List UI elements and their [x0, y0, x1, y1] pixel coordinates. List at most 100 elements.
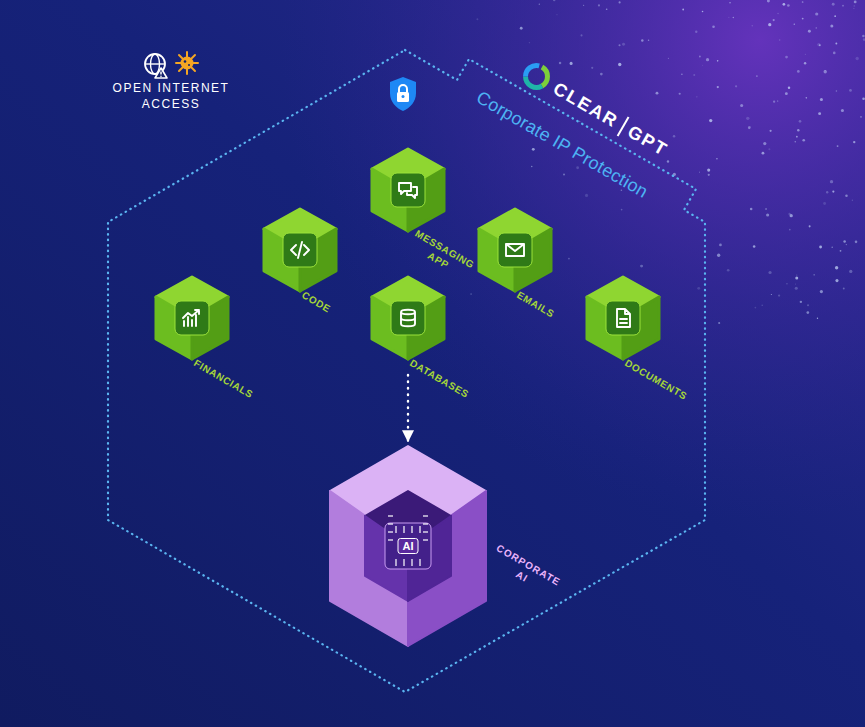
particle	[855, 57, 858, 60]
particle	[806, 311, 809, 314]
particle	[693, 74, 695, 76]
particle	[834, 15, 836, 17]
circle-part	[160, 76, 162, 78]
source-icon	[401, 310, 415, 327]
icon-tile	[175, 301, 209, 335]
data-source-cube: MESSAGING APP	[372, 149, 444, 231]
chip-pin	[395, 559, 396, 566]
shield-lock-icon	[390, 77, 416, 111]
path-part	[523, 77, 542, 91]
particle	[768, 23, 771, 26]
line-part	[145, 63, 165, 64]
particle	[598, 4, 600, 6]
node-label: DOCUMENTS	[623, 356, 690, 402]
protection-boundary: MESSAGING APPCODEEMAILSFINANCIALSDATABAS…	[108, 50, 705, 692]
particle	[778, 294, 780, 296]
circle-part	[181, 57, 194, 70]
particle	[808, 30, 811, 33]
particle	[754, 307, 756, 309]
particle	[766, 213, 769, 216]
particle	[835, 266, 838, 269]
particle	[746, 117, 749, 120]
particle	[699, 172, 700, 173]
particle	[667, 160, 669, 162]
node-outline	[264, 209, 336, 291]
particle	[728, 17, 729, 18]
particle	[796, 274, 797, 275]
particle	[718, 322, 720, 324]
line-part	[160, 72, 162, 75]
particle	[733, 17, 735, 19]
chip-pin	[423, 515, 428, 516]
node-outline	[156, 277, 228, 359]
particle	[751, 25, 753, 27]
particle	[556, 14, 557, 15]
particle	[779, 39, 781, 41]
particle	[681, 74, 682, 75]
particle	[702, 11, 704, 13]
data-source-cube: FINANCIALS	[156, 277, 228, 359]
particle	[797, 129, 799, 131]
particle	[819, 246, 822, 249]
particle	[816, 27, 817, 28]
chip-pin	[388, 539, 393, 540]
particle	[529, 42, 530, 43]
particle	[794, 141, 796, 143]
particle	[696, 96, 697, 97]
particle	[852, 200, 853, 201]
node-outline	[372, 277, 444, 359]
particle	[771, 294, 772, 295]
particle	[768, 271, 771, 274]
particle	[835, 279, 838, 282]
particle	[843, 240, 846, 243]
chip-tile	[385, 523, 431, 569]
particle	[619, 1, 621, 3]
particle	[579, 121, 580, 122]
particle	[862, 98, 865, 101]
label-holder: DOCUMENTS	[622, 353, 691, 404]
particle	[668, 58, 669, 59]
corporate-ai-cube: CORPORATE AIAI	[330, 446, 486, 646]
particle	[795, 287, 798, 290]
particle	[787, 4, 790, 7]
particle	[682, 9, 684, 11]
particle	[823, 202, 826, 205]
particle	[804, 62, 806, 64]
particle	[773, 100, 775, 102]
label-holder: DATABASES	[407, 353, 473, 402]
particle	[520, 27, 523, 30]
particle	[717, 86, 719, 88]
particle	[853, 141, 855, 143]
particle	[845, 194, 848, 197]
particle	[777, 100, 778, 101]
particle	[717, 60, 719, 62]
icon-tile	[498, 233, 532, 267]
particle	[783, 3, 786, 6]
source-icon	[291, 242, 309, 258]
particle	[795, 283, 796, 284]
particle	[717, 254, 720, 257]
particle	[673, 135, 675, 137]
circle-part	[188, 64, 190, 66]
icon-tile	[391, 173, 425, 207]
label-holder: CORPORATE AI	[485, 540, 566, 602]
node-outline	[479, 209, 551, 291]
label-holder: EMAILS	[514, 285, 559, 321]
particle	[606, 8, 608, 10]
particle	[750, 208, 753, 211]
particle	[707, 169, 710, 172]
particle	[806, 97, 808, 99]
particle	[679, 93, 681, 95]
particle	[729, 2, 730, 3]
chip-pin	[388, 531, 393, 532]
icon-tile	[606, 301, 640, 335]
particle	[765, 208, 766, 209]
particle	[618, 44, 620, 46]
particle	[735, 85, 737, 87]
caption-text: OPEN INTERNET ACCESS	[96, 80, 246, 112]
particle	[618, 63, 621, 66]
particle	[568, 258, 570, 260]
particle	[862, 35, 865, 38]
